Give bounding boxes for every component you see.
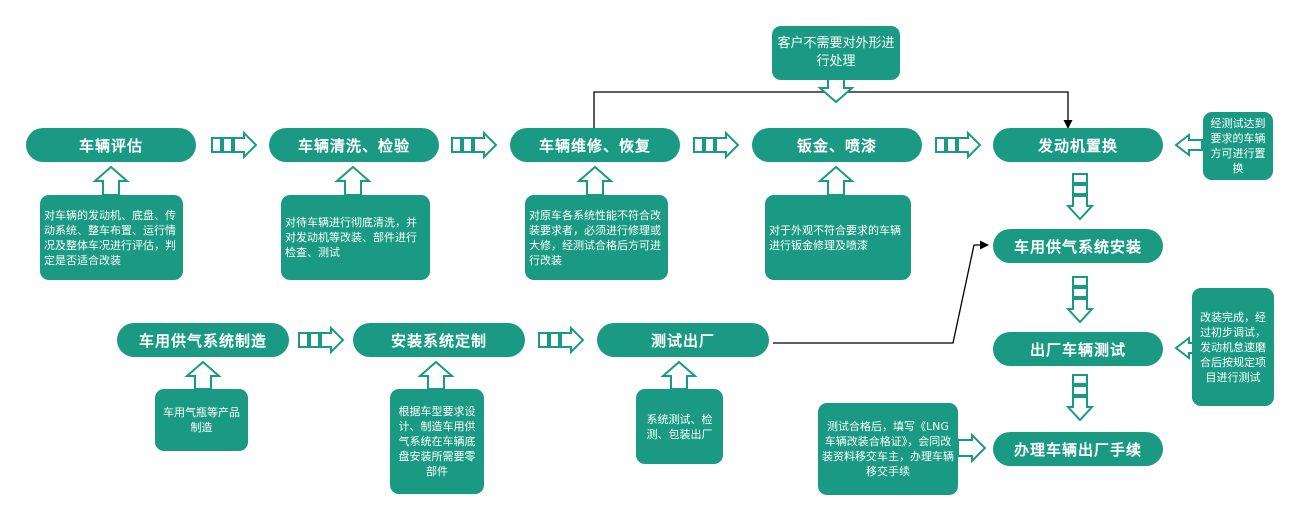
node-sheet-metal-paint: 钣金、喷漆	[752, 128, 922, 162]
node-gas-system-install: 车用供气系统安装	[993, 229, 1163, 263]
right-arrow-exit-note	[957, 432, 987, 464]
up-arrow-clean	[334, 165, 372, 196]
up-arrow-paint	[817, 165, 855, 196]
arrow-engine-to-install	[1065, 173, 1095, 221]
arrow-evaluate-to-clean	[211, 130, 258, 160]
note-test-and-ship: 系统测试、检测、包装出厂	[636, 389, 723, 464]
node-test-and-ship: 测试出厂	[597, 323, 769, 357]
note-sheet-metal-paint: 对于外观不符合要求的车辆进行钣金修理及喷漆	[765, 195, 911, 280]
arrow-clean-to-repair	[451, 130, 498, 160]
left-arrow-engine-note	[1174, 132, 1203, 158]
up-arrow-evaluate	[92, 165, 130, 196]
node-system-customization: 安装系统定制	[353, 323, 525, 357]
node-exit-procedures: 办理车辆出厂手续	[993, 432, 1163, 466]
node-gas-system-manufacture: 车用供气系统制造	[117, 323, 289, 357]
node-vehicle-cleaning: 车辆清洗、检验	[269, 128, 439, 162]
test-exit-to-install-connector	[773, 240, 989, 344]
note-system-customization: 根据车型要求设计、制造车用供气系统在车辆底盘安装所需要零部件	[390, 389, 484, 494]
arrow-test-to-exit	[1065, 374, 1095, 422]
down-arrow-no-exterior	[817, 78, 855, 104]
arrow-custom-to-testexit	[538, 325, 585, 355]
note-gas-system-manufacture: 车用气瓶等产品制造	[155, 389, 248, 451]
up-arrow-custom	[417, 360, 455, 390]
note-vehicle-cleaning: 对待车辆进行彻底清洗，并对发动机等改装、部件进行检查、测试	[281, 195, 430, 280]
node-vehicle-test: 出厂车辆测试	[993, 332, 1163, 366]
node-vehicle-repair: 车辆维修、恢复	[510, 128, 680, 162]
node-engine-replacement: 发动机置换	[993, 128, 1163, 162]
up-arrow-testexit	[660, 360, 698, 390]
note-vehicle-evaluation: 对车辆的发动机、底盘、传动系统、整车布置、运行情况及整体车况进行评估，判定是否适…	[40, 195, 183, 280]
arrow-repair-to-paint	[693, 130, 740, 160]
note-no-exterior-treatment: 客户不需要对外形进行处理	[772, 26, 900, 80]
arrow-paint-to-engine	[935, 130, 982, 160]
node-vehicle-evaluation: 车辆评估	[26, 128, 196, 162]
arrow-install-to-test	[1065, 276, 1095, 324]
arrow-gasmake-to-custom	[298, 325, 345, 355]
note-vehicle-repair: 对原车各系统性能不符合改装要求者，必须进行修理或大修，经测试合格后方可进行改装	[525, 195, 668, 280]
note-exit-procedures: 测试合格后，填写《LNG车辆改装合格证》，会同改装资料移交车主，办理车辆移交手续	[818, 403, 958, 495]
note-engine-replacement: 经测试达到要求的车辆方可进行置换	[1203, 112, 1273, 180]
note-vehicle-test: 改装完成，经过初步调试，发动机怠速磨合后按规定项目进行测试	[1192, 288, 1274, 406]
up-arrow-gasmake	[184, 360, 222, 390]
up-arrow-repair	[576, 165, 614, 196]
